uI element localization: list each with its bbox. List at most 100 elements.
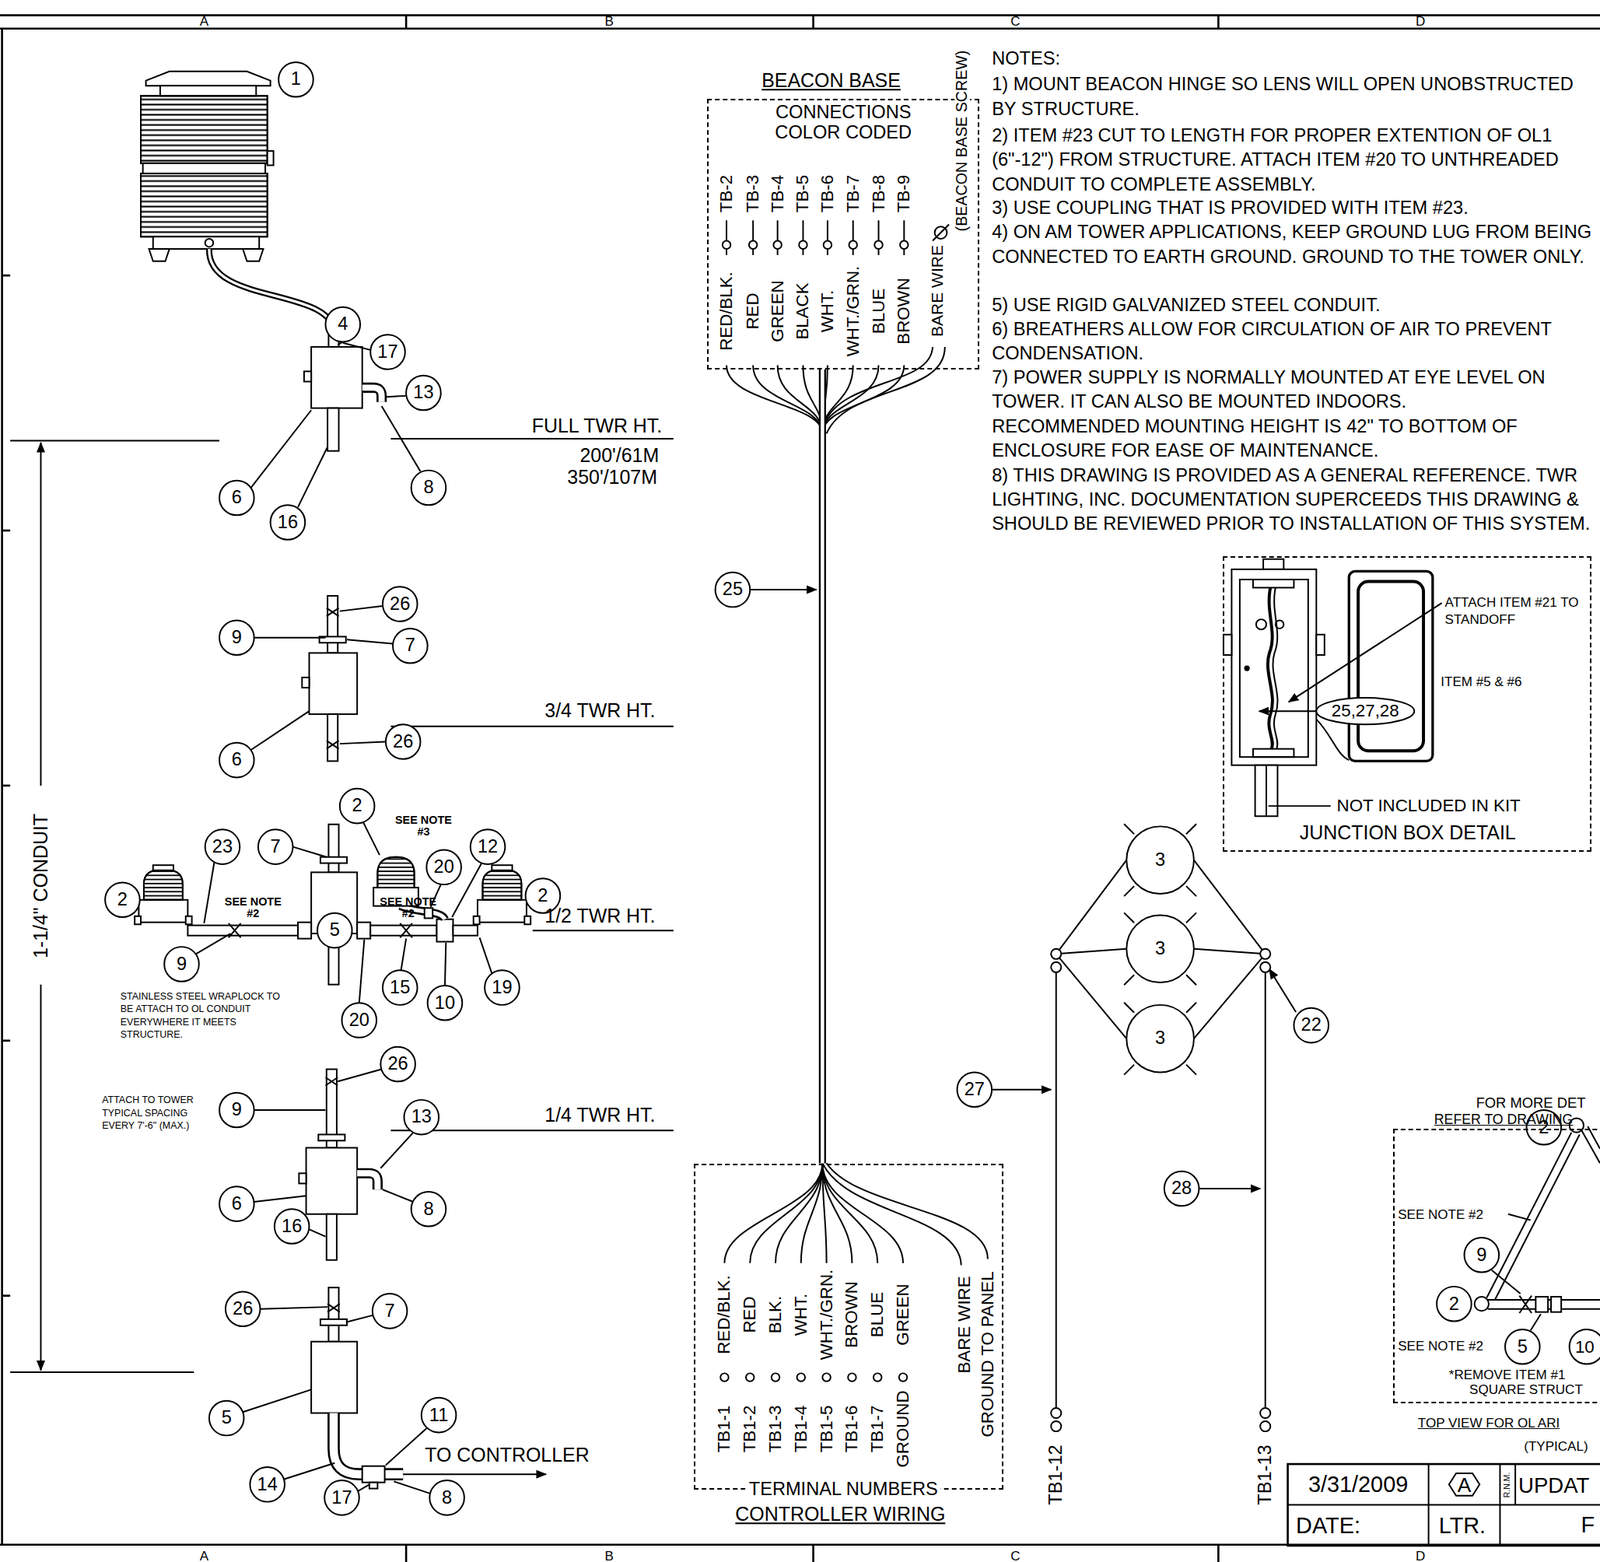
note-text: SEE NOTE #2 [1397, 1206, 1510, 1225]
wire-label: TB1-13 [1256, 1444, 1275, 1505]
obstruction-lamps [1126, 826, 1194, 894]
conduit-dimension [10, 441, 220, 1373]
leader-line [444, 942, 446, 986]
leader-line [385, 1428, 427, 1465]
beacon-base-wiring [722, 220, 949, 434]
wire-label: TB1-4 [792, 1404, 810, 1453]
top-view-sketch [1491, 1270, 1521, 1294]
callout-number: 19 [491, 977, 512, 998]
obstruction-lamps [1123, 912, 1197, 985]
wire-label: TB-4 [768, 175, 786, 213]
wire-label: TB1-3 [766, 1404, 785, 1453]
callout-number: 6 [231, 749, 242, 771]
box-heading: TERMINAL NUMBERS [745, 1479, 942, 1500]
obstruction-light [491, 864, 512, 871]
callout-number: 16 [281, 1216, 302, 1237]
conduit-dimension [39, 984, 42, 1371]
conduit-dimension [10, 1371, 194, 1373]
beacon-base-wiring [852, 248, 855, 256]
led-beacon [140, 71, 335, 335]
led-beacon [153, 236, 260, 249]
wire-label: GROUND [894, 1389, 912, 1467]
callout-circle [325, 307, 361, 343]
controller-wiring [873, 1372, 882, 1381]
wire-label: RED/BLK. [715, 1274, 733, 1355]
wire-label: 1-1/4" CONDUIT [31, 813, 51, 959]
leader-line [293, 847, 327, 858]
wire-label: TB1-12 [1046, 1444, 1066, 1505]
cable-connector [820, 369, 825, 1164]
leader-line [337, 1069, 382, 1082]
note-text: 350'/107M [567, 466, 658, 488]
note-text: NOT INCLUDED IN KIT [1337, 794, 1583, 818]
junction-box-base [327, 1303, 340, 1312]
led-beacon [205, 238, 214, 247]
callout-number: 7 [385, 1301, 396, 1322]
leader-line [991, 1088, 1051, 1091]
top-view-sketch [1519, 1295, 1532, 1313]
beacon-base-wiring [826, 220, 829, 241]
wire-label: RED/BLK. [717, 271, 736, 351]
leader-line [283, 1463, 336, 1480]
drawing-frame [0, 15, 1600, 1562]
note-text: UPDAT [1518, 1471, 1600, 1501]
obstruction-lamps [1056, 860, 1128, 955]
beacon-base-wiring [752, 220, 754, 241]
leader-line [203, 861, 214, 924]
callout-circle [1464, 1237, 1500, 1273]
obstruction-lamps [1050, 948, 1061, 960]
controller-wiring [720, 1162, 988, 1382]
note-text: 5) USE RIGID GALVANIZED STEEL CONDUIT. [991, 293, 1594, 318]
junction-box-base [369, 1482, 378, 1489]
note-text: 1) MOUNT BEACON HINGE SO LENS WILL OPEN … [991, 72, 1594, 122]
callout-number: 2 [1449, 1294, 1460, 1315]
junction-box-base [333, 1413, 403, 1475]
junction-box-base [402, 1473, 547, 1475]
callout-circle [370, 334, 406, 370]
callout-circle [249, 1466, 285, 1502]
leader-line [343, 343, 371, 351]
beacon-base-wiring [752, 365, 823, 435]
wire-label: TB-8 [869, 175, 887, 213]
callout-circle [1164, 1171, 1200, 1207]
callout-circle [421, 1397, 457, 1433]
wire-label: BROWN [843, 1281, 861, 1348]
leader-line [251, 710, 310, 750]
obstruction-lamps [1260, 948, 1271, 960]
note-text: TO CONTROLLER [424, 1444, 589, 1466]
leader-line [382, 1189, 414, 1202]
callout-number: 26 [387, 1053, 408, 1075]
controller-wiring [822, 1372, 830, 1381]
callout-circle [219, 742, 255, 778]
obstruction-lamps [1123, 1002, 1197, 1075]
led-beacon [140, 95, 268, 164]
beacon-base-wiring [725, 248, 728, 256]
drawing-frame [405, 15, 408, 29]
callout-circle [715, 572, 751, 608]
note-text: A [1457, 1473, 1472, 1496]
note-text: A [199, 14, 209, 29]
led-beacon [160, 85, 256, 96]
drawing-frame [812, 1544, 815, 1562]
obstruction-light [483, 868, 522, 900]
wire-label: GROUND TO PANEL [979, 1270, 997, 1437]
callout-number: 2 [352, 795, 363, 816]
callout-circle [426, 850, 462, 886]
revision-block [1514, 1463, 1516, 1505]
leader-line [251, 409, 312, 488]
note-text: ATTACH TO TOWER TYPICAL SPACING EVERY 7'… [101, 1093, 217, 1133]
callout-number: 2 [1538, 1117, 1549, 1138]
junction-box-detail [1316, 719, 1349, 760]
junction-box-base [311, 1341, 358, 1414]
note-text: 200'/61M [579, 445, 659, 467]
drawing-frame [2, 1294, 11, 1297]
callout-circle [1505, 1329, 1541, 1365]
tower-height-lines [390, 725, 673, 728]
beacon-base-wiring [826, 346, 946, 434]
callout-circle [341, 1002, 377, 1038]
callout-number: 28 [1171, 1178, 1192, 1199]
obstruction-lamps [1193, 948, 1266, 955]
obstruction-light [143, 868, 183, 900]
note-text: SEE NOTE #3 [395, 814, 452, 840]
callout-number: 6 [231, 1193, 242, 1215]
